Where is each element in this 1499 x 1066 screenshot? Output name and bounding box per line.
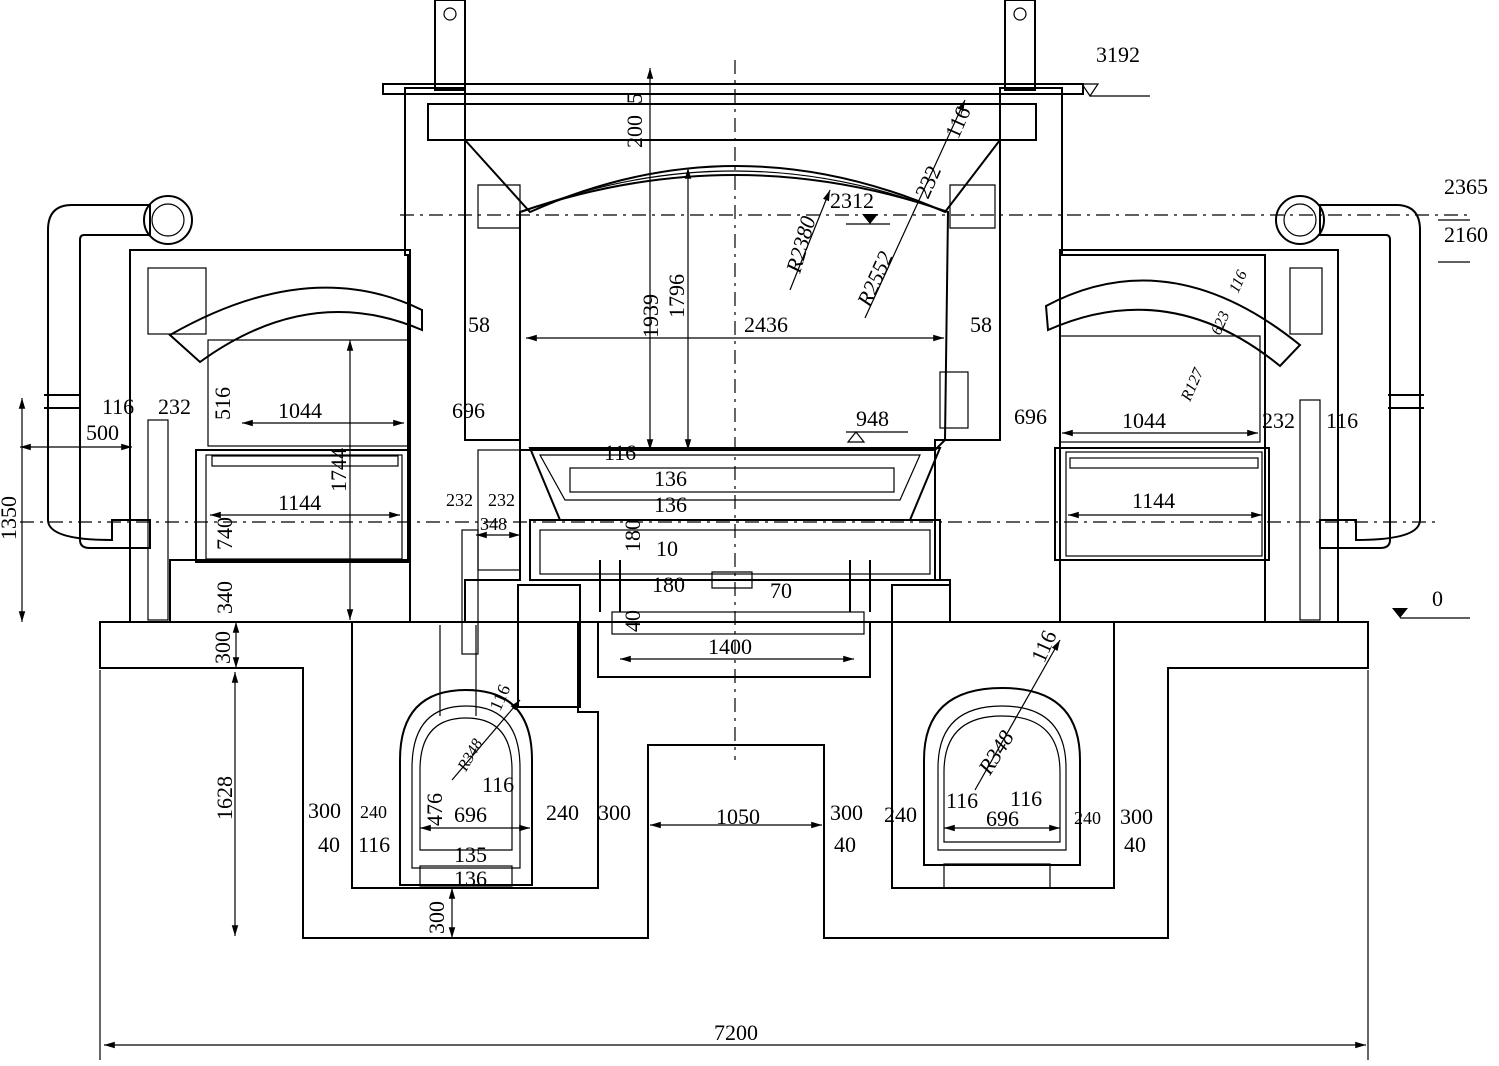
right-tunnel-inner-1: 116 — [946, 788, 978, 813]
dim-340: 340 — [212, 581, 237, 614]
dim-7200: 7200 — [714, 1020, 758, 1045]
dim-300-slab: 300 — [210, 631, 235, 664]
right-tunnel-inner-2: 116 — [1010, 786, 1042, 811]
dim-1044-right: 1044 — [1122, 408, 1166, 433]
center-base — [517, 584, 871, 708]
dim-1144-right: 1144 — [1132, 488, 1175, 513]
dim-58-left: 58 — [468, 312, 490, 337]
right-tunnel-wall-right: 240 — [1074, 808, 1101, 828]
dim-232-flue-1: 232 — [446, 490, 473, 510]
left-tunnel-inner-right: 116 — [482, 772, 514, 797]
dim-40: 40 — [620, 610, 645, 632]
dim-1939: 1939 — [638, 294, 663, 338]
left-tunnel-floor-1: 135 — [454, 842, 487, 867]
dim-1744: 1744 — [326, 448, 351, 492]
left-tunnel-floor-2: 136 — [454, 866, 487, 891]
dim-696-right: 696 — [1014, 404, 1047, 429]
dim-300-bottom: 300 — [424, 901, 449, 934]
left-heating-chamber — [129, 249, 423, 623]
dim-740: 740 — [212, 517, 237, 550]
dim-70: 70 — [770, 578, 792, 603]
dim-1796: 1796 — [664, 274, 689, 318]
dim-1350: 1350 — [0, 496, 21, 540]
dim-116-left: 116 — [102, 394, 134, 419]
furnace-body — [169, 87, 1266, 623]
dim-1400: 1400 — [708, 634, 752, 659]
right-tunnel-width: 696 — [986, 806, 1019, 831]
dimension-labels: 3192 2365 2160 2312 948 0 1939 1796 2436… — [0, 42, 1488, 1045]
center-chamber — [519, 174, 950, 612]
dim-136-1: 136 — [654, 466, 687, 491]
left-tunnel — [351, 529, 599, 889]
dim-r2552: R2552 — [851, 247, 898, 311]
elev-2312: 2312 — [830, 188, 874, 213]
dim-r127: R127 — [1178, 365, 1208, 405]
elev-2160: 2160 — [1444, 222, 1488, 247]
dim-116-right-arch: 116 — [1226, 268, 1251, 296]
dim-10: 10 — [656, 536, 678, 561]
left-tunnel-outer-left: 300 — [308, 798, 341, 823]
dim-180-2: 180 — [652, 572, 685, 597]
dimension-lines — [18, 68, 1470, 1060]
dim-136-2: 136 — [654, 492, 687, 517]
right-tunnel-wall-left: 240 — [884, 802, 917, 827]
right-tunnel-outer-left: 300 — [830, 800, 863, 825]
right-tunnel-lining-right: 40 — [1124, 832, 1146, 857]
dim-500: 500 — [86, 420, 119, 445]
foundation — [99, 621, 1369, 939]
right-tunnel-arch: 116 — [1026, 626, 1062, 666]
dim-348-flue: 348 — [480, 514, 507, 534]
left-tunnel-width: 696 — [454, 802, 487, 827]
dim-58-right: 58 — [970, 312, 992, 337]
dim-232-right: 232 — [1262, 408, 1295, 433]
dim-116-roof: 116 — [940, 102, 976, 142]
left-tunnel-lining-inner: 116 — [358, 832, 390, 857]
dim-1144-left: 1144 — [278, 490, 321, 515]
dim-180-1: 180 — [620, 519, 645, 552]
left-tunnel-outer-right: 300 — [598, 800, 631, 825]
dim-1628: 1628 — [212, 776, 237, 820]
dim-1044-left: 1044 — [278, 398, 322, 423]
top-cover — [382, 0, 1084, 141]
left-tunnel-height: 476 — [422, 793, 447, 826]
dim-1050: 1050 — [716, 804, 760, 829]
elev-948: 948 — [856, 406, 889, 431]
dim-516: 516 — [210, 387, 235, 420]
left-tunnel-arch: 116 — [485, 681, 514, 713]
left-tunnel-wall-left: 240 — [360, 802, 387, 822]
left-tunnel-radius: R348 — [454, 736, 486, 775]
left-tunnel-lining-left: 40 — [318, 832, 340, 857]
dim-5: 5 — [622, 93, 647, 104]
right-tunnel-lining-left: 40 — [834, 832, 856, 857]
elev-top: 3192 — [1096, 42, 1140, 67]
dim-116-right: 116 — [1326, 408, 1358, 433]
dim-2436: 2436 — [744, 312, 788, 337]
left-tunnel-wall-right: 240 — [546, 800, 579, 825]
left-pipe — [44, 195, 193, 549]
center-lines — [20, 60, 1470, 760]
dim-200: 200 — [622, 115, 647, 148]
right-tunnel-radius: R348 — [973, 726, 1019, 779]
dim-232-left: 232 — [158, 394, 191, 419]
right-tunnel-outer-right: 300 — [1120, 804, 1153, 829]
right-pipe — [1275, 195, 1424, 549]
dim-r2380: R2380 — [780, 213, 820, 276]
dim-232-roof: 232 — [910, 162, 946, 202]
right-heating-chamber — [1044, 249, 1339, 623]
dim-232-flue-2: 232 — [488, 490, 515, 510]
elev-2365: 2365 — [1444, 174, 1488, 199]
dim-116-floor: 116 — [604, 440, 636, 465]
dim-696-left: 696 — [452, 398, 485, 423]
elev-0: 0 — [1432, 586, 1443, 611]
